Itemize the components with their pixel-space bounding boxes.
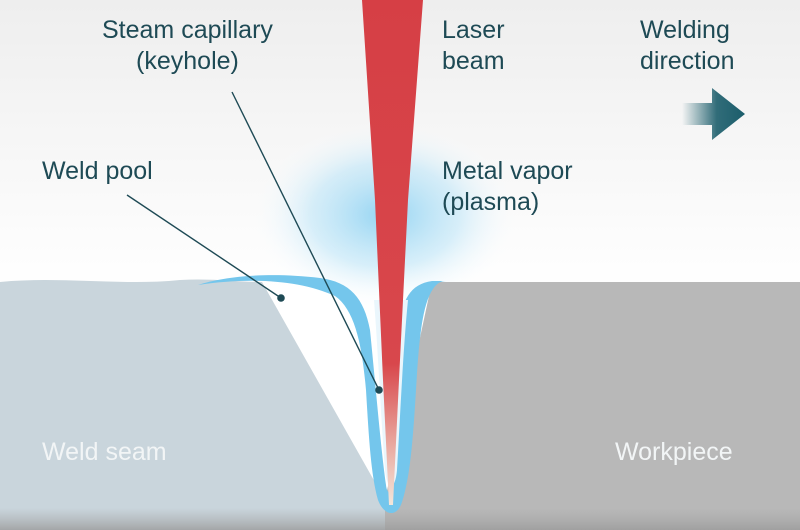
laser-beam-label-line-2: beam [442, 47, 505, 75]
laser-beam-label: Laser beam [442, 15, 505, 77]
weld-pool-leader-line [126, 194, 282, 299]
metal-vapor-label-line-2: (plasma) [442, 188, 540, 216]
weld-pool-marker [277, 294, 285, 302]
bottom-edge-shade [0, 508, 800, 530]
weld-seam-region [0, 279, 385, 530]
keyhole-leader-line [231, 91, 380, 391]
weld-pool-label-text: Weld pool [42, 157, 153, 185]
welding-direction-label-line-2: direction [640, 47, 735, 75]
weld-seam-label-text: Weld seam [42, 438, 167, 466]
steam-capillary-label-line-2: (keyhole) [136, 47, 239, 75]
steam-capillary-label: Steam capillary (keyhole) [102, 15, 273, 77]
steam-capillary-label-line-1: Steam capillary [102, 16, 273, 44]
workpiece-region [385, 282, 800, 530]
laser-beam-label-line-1: Laser [442, 16, 505, 44]
laser-beam [362, 0, 423, 505]
weld-pool-label: Weld pool [42, 156, 153, 187]
keyhole-marker [375, 386, 383, 394]
metal-vapor-label: Metal vapor (plasma) [442, 156, 573, 218]
welding-direction-label-line-1: Welding [640, 16, 730, 44]
arrow-right-icon [682, 88, 745, 140]
workpiece-label-text: Workpiece [615, 438, 733, 466]
metal-vapor-label-line-1: Metal vapor [442, 157, 573, 185]
weld-seam-label: Weld seam [42, 437, 167, 468]
welding-direction-label: Welding direction [640, 15, 735, 77]
workpiece-label: Workpiece [615, 437, 733, 468]
